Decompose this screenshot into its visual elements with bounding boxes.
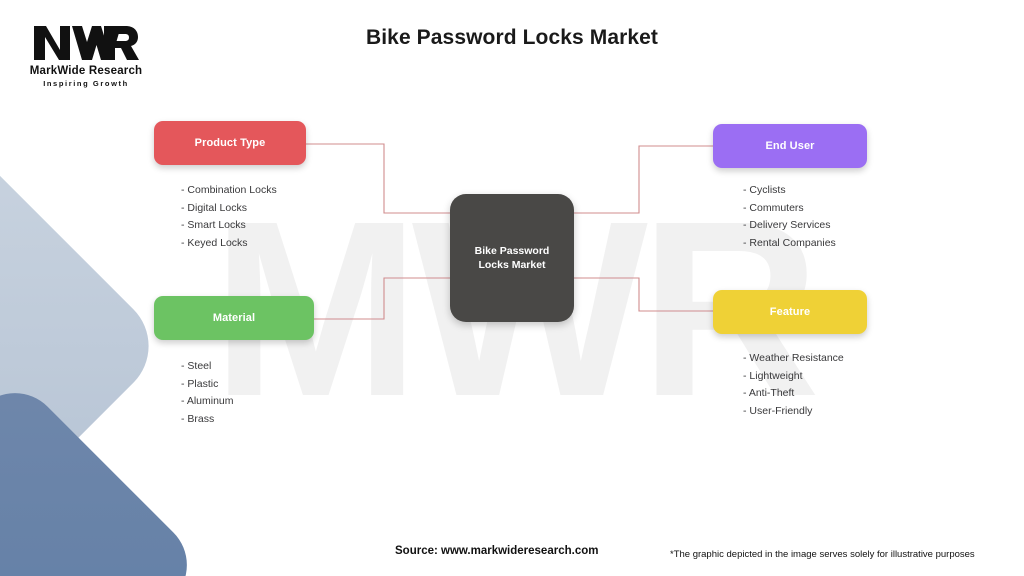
list-item: - Aluminum xyxy=(181,395,234,408)
branch-title: Material xyxy=(212,312,256,324)
branch-title: End User xyxy=(765,140,815,152)
branch-header-end-user[interactable]: End User xyxy=(713,124,867,168)
list-item: - Steel xyxy=(181,360,212,372)
footer-source: Source: www.markwideresearch.com xyxy=(395,545,599,557)
center-node-label: Bike Password Locks Market xyxy=(474,244,550,271)
footer-disclaimer: *The graphic depicted in the image serve… xyxy=(670,549,975,560)
connector-material xyxy=(314,277,450,320)
list-item: - Delivery Services xyxy=(743,219,831,232)
list-item: - Brass xyxy=(181,412,215,425)
brand-logo: MarkWide Research Inspiring Growth xyxy=(16,20,156,88)
branch-list-end-user: - Cyclists - Commuters - Delivery Servic… xyxy=(743,182,867,252)
branch-list-feature: - Weather Resistance - Lightweight - Ant… xyxy=(743,350,867,420)
branch-end-user: End User - Cyclists - Commuters - Delive… xyxy=(713,124,867,252)
list-item: - Smart Locks xyxy=(181,219,246,232)
list-item: - Rental Companies xyxy=(743,236,836,249)
brand-name: MarkWide Research xyxy=(29,65,143,77)
branch-product-type: Product Type - Combination Locks - Digit… xyxy=(154,121,306,252)
branch-title: Product Type xyxy=(194,137,266,149)
list-item: - Weather Resistance xyxy=(743,352,844,364)
list-item: - Lightweight xyxy=(743,369,803,382)
list-item: - Commuters xyxy=(743,201,804,214)
list-item: - Keyed Locks xyxy=(181,236,248,249)
list-item: - Digital Locks xyxy=(181,201,247,214)
list-item: - Plastic xyxy=(181,377,219,390)
branch-list-product-type: - Combination Locks - Digital Locks - Sm… xyxy=(181,182,306,252)
branch-feature: Feature - Weather Resistance - Lightweig… xyxy=(713,290,867,420)
branch-list-material: - Steel - Plastic - Aluminum - Brass xyxy=(181,358,314,428)
branch-header-material[interactable]: Material xyxy=(154,296,314,340)
brand-tagline: Inspiring Growth xyxy=(43,79,129,88)
connector-product-type xyxy=(306,143,450,214)
branch-header-feature[interactable]: Feature xyxy=(713,290,867,334)
center-node[interactable]: Bike Password Locks Market xyxy=(450,194,574,322)
branch-title: Feature xyxy=(769,306,811,318)
connector-end-user xyxy=(574,145,713,214)
list-item: - Combination Locks xyxy=(181,184,277,196)
list-item: - User-Friendly xyxy=(743,404,813,417)
branch-header-product-type[interactable]: Product Type xyxy=(154,121,306,165)
page-title: Bike Password Locks Market xyxy=(365,26,659,49)
list-item: - Anti-Theft xyxy=(743,387,795,400)
mwr-logo-icon xyxy=(34,26,139,60)
list-item: - Cyclists xyxy=(743,184,786,196)
branch-material: Material - Steel - Plastic - Aluminum - … xyxy=(154,296,314,428)
connector-feature xyxy=(574,277,713,312)
